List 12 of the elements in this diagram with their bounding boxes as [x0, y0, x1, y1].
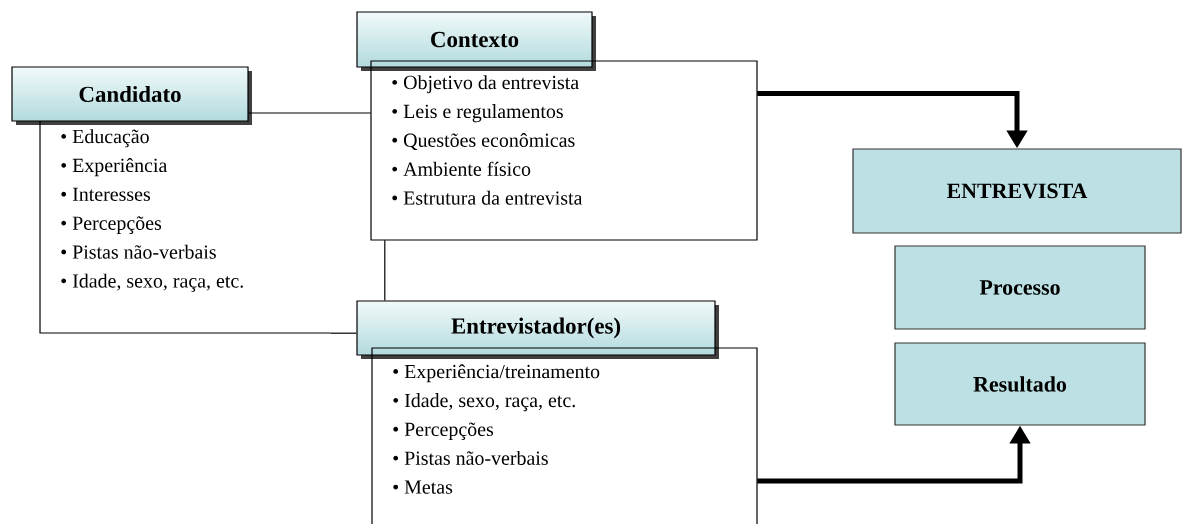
header-box: Candidato	[11, 66, 252, 125]
list-box: • Experiência/treinamento • Idade, sexo, raça, etc. • Percepções • Pistas não-verbais • Metas	[371, 347, 758, 524]
connector-line	[248, 112, 372, 114]
stage-box: Processo	[894, 245, 1146, 330]
list-box: • Educação • Experiência • Interesses • Percepções • Pistas não-verbais • Idade, sexo, raça, etc.	[39, 120, 331, 334]
header-box: Entrevistador(es)	[356, 300, 719, 359]
header-box: Contexto	[356, 11, 596, 71]
stage-box: Resultado	[894, 342, 1146, 426]
list-box: • Objetivo da entrevista • Leis e regulamentos • Questões econômicas • Ambiente físico • Estrutura da entrevista	[370, 60, 758, 241]
connector-line	[384, 239, 386, 301]
connector-line	[329, 332, 357, 334]
stage-box: ENTREVISTA	[852, 148, 1182, 234]
